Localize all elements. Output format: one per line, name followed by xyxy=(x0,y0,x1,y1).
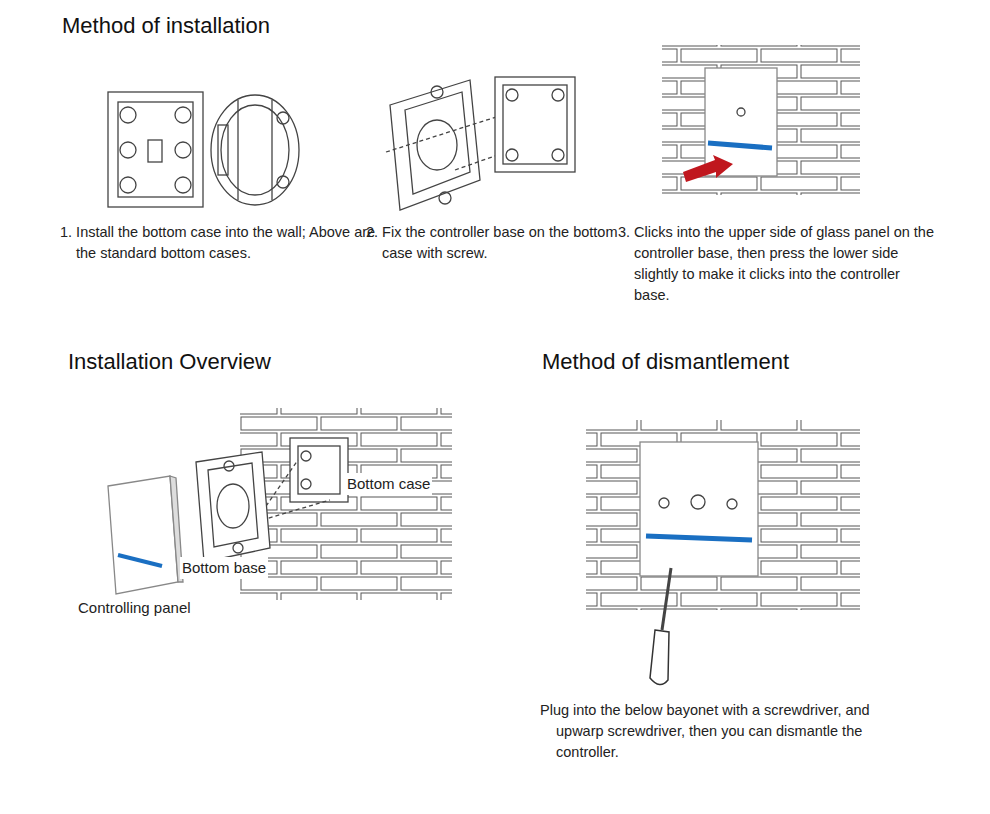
step-text: 2. Fix the controller base on the bottom… xyxy=(366,222,622,264)
part-label: Bottom case xyxy=(345,473,432,495)
part-label: Bottom base xyxy=(180,557,268,579)
step-text: 1. Install the bottom case into the wall… xyxy=(60,222,381,264)
section-heading: Installation Overview xyxy=(68,346,271,378)
part-label: Controlling panel xyxy=(76,597,193,619)
step-text: 3. Clicks into the upper side of glass p… xyxy=(618,222,939,306)
note-text: Plug into the below bayonet with a screw… xyxy=(540,700,916,763)
section-heading: Method of dismantlement xyxy=(542,346,789,378)
section-heading: Method of installation xyxy=(62,10,270,42)
